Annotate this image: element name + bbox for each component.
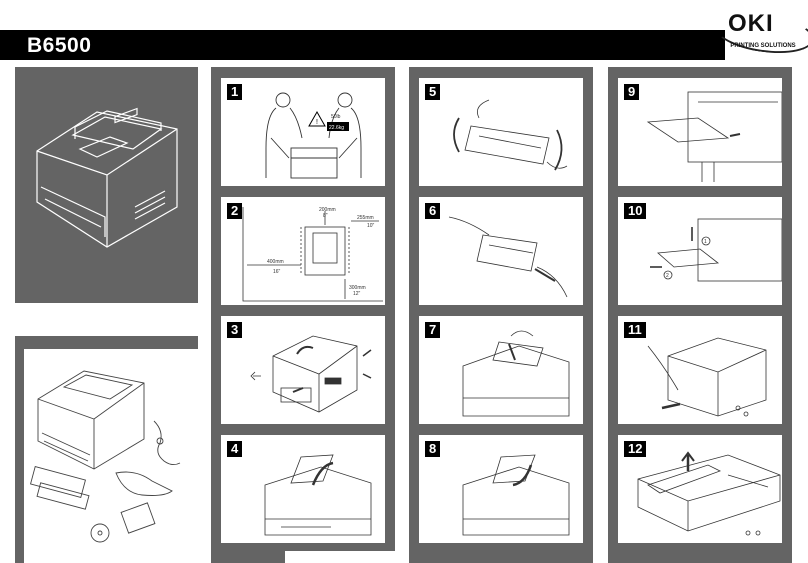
step-10-panel: 1 2 10 [618,197,782,305]
contents-illustration-area [24,349,198,563]
open-cover-illustration [221,435,385,543]
logo-wordmark: OKI [728,10,774,38]
callout-1: 1 [704,239,707,245]
weight-kg: 22.6kg [329,125,344,131]
step-6-number: 6 [425,203,440,219]
step-8-number: 8 [425,441,440,457]
step-7-panel: 7 [419,316,583,424]
step-2-number: 2 [227,203,242,219]
step-4-panel: 4 [221,435,385,543]
insert-cartridge-illustration [419,316,583,424]
step-7-number: 7 [425,322,440,338]
step-5-number: 5 [425,84,440,100]
step-5-panel: 5 [419,78,583,186]
step-10-number: 10 [624,203,646,219]
column-1-notch [285,551,395,563]
title-bar: B6500 [0,30,725,60]
step-3-panel: 3 [221,316,385,424]
step-4-number: 4 [227,441,242,457]
logo-tagline: PRINTING SOLUTIONS [718,43,808,49]
remove-seal-illustration [419,197,583,305]
step-11-panel: 11 [618,316,782,424]
svg-text:!: ! [316,119,318,126]
step-2-panel: 200mm 8" 255mm 10" 400mm 16" 300mm 12" 2 [221,197,385,305]
top-clearance-in: 8" [323,213,328,219]
callout-2: 2 [666,273,669,279]
right-clearance-mm: 255mm [357,215,374,221]
weight-lb: 50lb [331,114,341,120]
hero-panel [15,67,198,303]
left-clearance-in: 16" [273,269,281,275]
clearance-diagram: 200mm 8" 255mm 10" 400mm 16" 300mm 12" [221,197,385,305]
step-8-panel: 8 [419,435,583,543]
steps-column-1: ! 50lb 22.6kg 1 200mm 8" 255mm 10" [211,67,395,563]
step-12-panel: 12 [618,435,782,543]
step-6-panel: 6 [419,197,583,305]
printer-hero-illustration [15,67,198,303]
lift-printer-illustration: ! 50lb 22.6kg [221,78,385,186]
step-9-number: 9 [624,84,639,100]
shake-cartridge-illustration [419,78,583,186]
remove-tape-illustration [221,316,385,424]
close-cover-illustration [419,435,583,543]
step-9-panel: 9 [618,78,782,186]
left-clearance-mm: 400mm [267,259,284,265]
right-clearance-in: 10" [367,223,375,229]
contents-panel [15,336,198,563]
steps-column-3: 9 1 2 10 11 [608,67,792,563]
step-1-number: 1 [227,84,242,100]
step-3-number: 3 [227,322,242,338]
step-1-panel: ! 50lb 22.6kg 1 [221,78,385,186]
bottom-clearance-in: 12" [353,291,361,297]
steps-column-2: 5 6 7 [409,67,593,563]
box-contents-illustration [24,349,198,563]
oki-logo: OKI PRINTING SOLUTIONS [718,10,808,50]
step-11-number: 11 [624,322,646,338]
model-title: B6500 [27,34,91,58]
step-12-number: 12 [624,441,646,457]
open-rear-tray-illustration [618,78,782,186]
